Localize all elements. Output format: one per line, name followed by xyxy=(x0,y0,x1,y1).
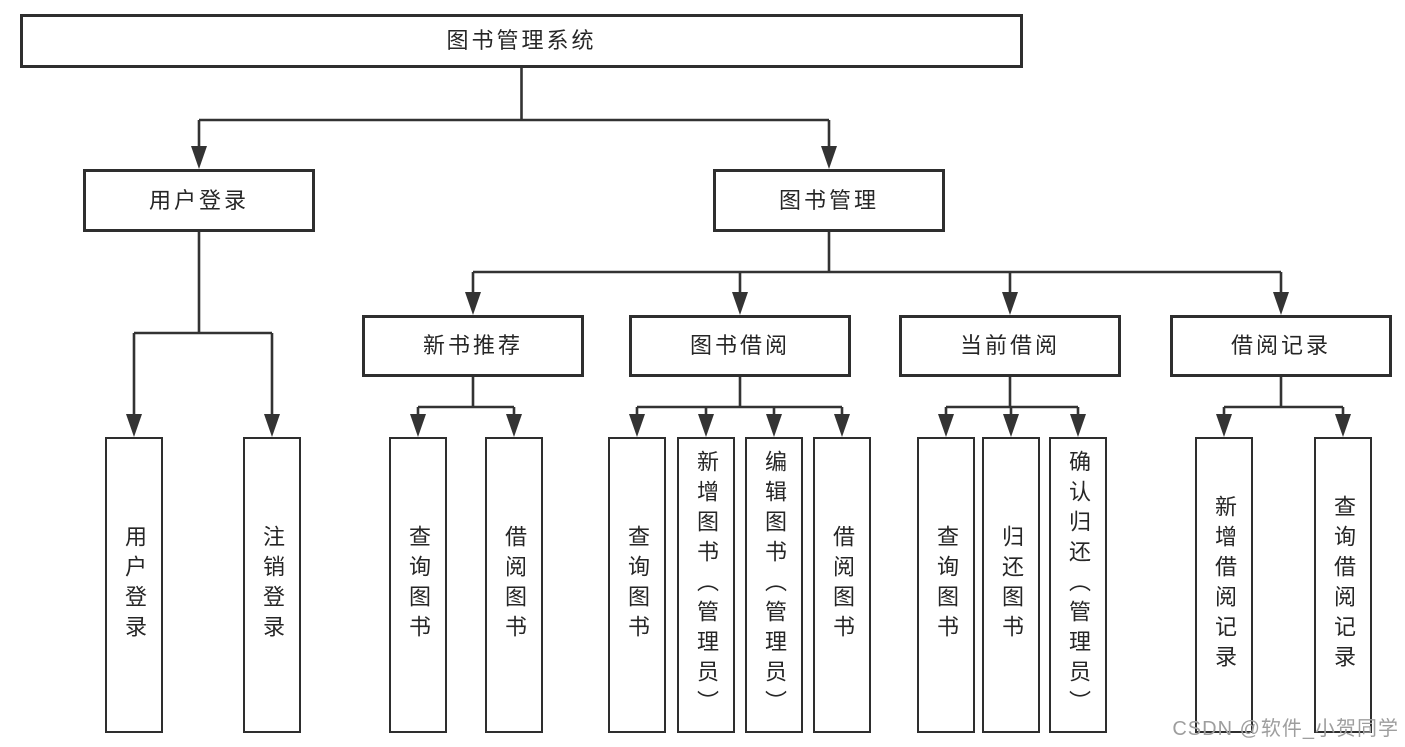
arrow-down-icon xyxy=(1070,414,1086,437)
leaf-borrowing-edit-book-admin: 编辑图书（管理员） xyxy=(745,437,803,733)
arrow-down-icon xyxy=(732,292,748,315)
leaf-records-query-record: 查询借阅记录 xyxy=(1314,437,1372,733)
connector-root-to-level2 xyxy=(197,68,831,151)
arrow-down-icon xyxy=(1273,292,1289,315)
leaf-borrowing-query-book-label: 查询图书 xyxy=(625,525,650,645)
connector-newbook-to-leaves xyxy=(416,377,516,419)
leaf-logout: 注销登录 xyxy=(243,437,301,733)
node-book-borrowing: 图书借阅 xyxy=(629,315,851,377)
arrowheads xyxy=(126,146,1351,437)
node-book-management-label: 图书管理 xyxy=(778,187,879,213)
arrow-down-icon xyxy=(126,414,142,437)
node-user-login: 用户登录 xyxy=(83,169,315,232)
leaf-current-query-book: 查询图书 xyxy=(917,437,975,733)
node-root-label: 图书管理系统 xyxy=(446,28,597,53)
node-user-login-label: 用户登录 xyxy=(148,187,249,213)
node-root: 图书管理系统 xyxy=(20,14,1023,68)
leaf-records-add-record-label: 新增借阅记录 xyxy=(1212,495,1237,675)
node-book-borrowing-label: 图书借阅 xyxy=(689,333,790,358)
leaf-newbook-borrow-book: 借阅图书 xyxy=(485,437,543,733)
arrow-down-icon xyxy=(410,414,426,437)
leaf-newbook-query-book-label: 查询图书 xyxy=(406,525,431,645)
arrow-down-icon xyxy=(821,146,837,169)
leaf-borrowing-borrow-book: 借阅图书 xyxy=(813,437,871,733)
leaf-borrowing-add-book-admin: 新增图书（管理员） xyxy=(677,437,735,733)
node-current-borrowing: 当前借阅 xyxy=(899,315,1121,377)
connector-records-to-leaves xyxy=(1222,377,1345,419)
arrow-down-icon xyxy=(506,414,522,437)
arrow-down-icon xyxy=(1002,292,1018,315)
leaf-borrowing-add-book-admin-label: 新增图书（管理员） xyxy=(694,450,719,720)
leaf-records-add-record: 新增借阅记录 xyxy=(1195,437,1253,733)
leaf-current-return-book: 归还图书 xyxy=(982,437,1040,733)
arrow-down-icon xyxy=(465,292,481,315)
leaf-borrowing-borrow-book-label: 借阅图书 xyxy=(830,525,855,645)
arrow-down-icon xyxy=(1335,414,1351,437)
leaf-newbook-borrow-book-label: 借阅图书 xyxy=(502,525,527,645)
arrow-down-icon xyxy=(1003,414,1019,437)
connector-current-to-leaves xyxy=(944,377,1080,419)
arrow-down-icon xyxy=(264,414,280,437)
arrow-down-icon xyxy=(629,414,645,437)
node-borrow-records-label: 借阅记录 xyxy=(1230,333,1331,358)
node-new-book-recommend-label: 新书推荐 xyxy=(422,333,523,358)
leaf-user-login-label: 用户登录 xyxy=(122,525,147,645)
leaf-user-login: 用户登录 xyxy=(105,437,163,733)
leaf-current-confirm-return-admin-label: 确认归还（管理员） xyxy=(1066,450,1091,720)
csdn-watermark: CSDN @软件_小贺同学 xyxy=(1172,718,1399,740)
connector-borrowing-to-leaves xyxy=(635,377,844,419)
leaf-newbook-query-book: 查询图书 xyxy=(389,437,447,733)
leaf-borrowing-query-book: 查询图书 xyxy=(608,437,666,733)
leaf-logout-label: 注销登录 xyxy=(260,525,285,645)
arrow-down-icon xyxy=(938,414,954,437)
connector-userlogin-to-leaves xyxy=(132,232,274,419)
arrow-down-icon xyxy=(1216,414,1232,437)
node-current-borrowing-label: 当前借阅 xyxy=(959,333,1060,358)
node-new-book-recommend: 新书推荐 xyxy=(362,315,584,377)
leaf-borrowing-edit-book-admin-label: 编辑图书（管理员） xyxy=(762,450,787,720)
arrow-down-icon xyxy=(698,414,714,437)
node-borrow-records: 借阅记录 xyxy=(1170,315,1392,377)
leaf-current-return-book-label: 归还图书 xyxy=(999,525,1024,645)
arrow-down-icon xyxy=(766,414,782,437)
connector-bookmgmt-to-level3 xyxy=(471,232,1283,297)
arrow-down-icon xyxy=(834,414,850,437)
arrow-down-icon xyxy=(191,146,207,169)
leaf-current-confirm-return-admin: 确认归还（管理员） xyxy=(1049,437,1107,733)
leaf-current-query-book-label: 查询图书 xyxy=(934,525,959,645)
node-book-management: 图书管理 xyxy=(713,169,945,232)
leaf-records-query-record-label: 查询借阅记录 xyxy=(1331,495,1356,675)
